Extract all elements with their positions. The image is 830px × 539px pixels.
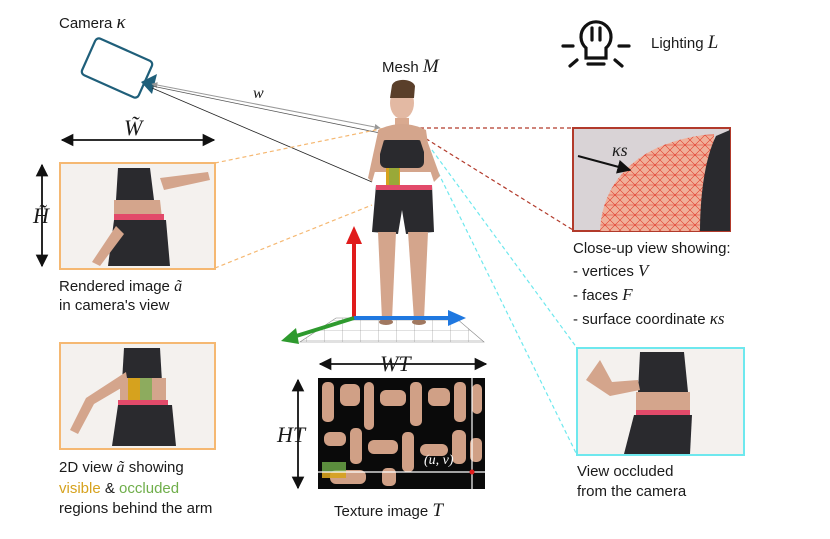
view2d-caption: 2D view ã showing visible & occluded reg… xyxy=(59,459,213,517)
h-t-label: HT xyxy=(277,422,306,447)
closeup-caption: Close-up view showing: - vertices V - fa… xyxy=(573,240,731,328)
texture-image xyxy=(318,378,485,489)
lightbulb-icon xyxy=(561,20,631,68)
rendered-image-panel xyxy=(59,162,216,270)
camera-icon xyxy=(80,37,157,99)
lighting-label: Lighting L xyxy=(651,32,719,53)
occluded-view-caption: View occluded from the camera xyxy=(577,463,687,501)
camera-rays xyxy=(151,82,381,183)
person-mesh xyxy=(368,79,440,325)
rendered-image-caption: Rendered image ã in camera's view xyxy=(59,278,183,314)
occluded-view-panel xyxy=(576,347,745,456)
visible-label: visible xyxy=(59,479,101,497)
connector-lines xyxy=(214,127,578,456)
uv-label: (u, v) xyxy=(424,453,454,468)
coordinate-axes xyxy=(281,226,466,344)
h-tilde-label: H̃ xyxy=(33,203,49,228)
kappa-s-label: κs xyxy=(612,140,628,160)
occluded-label: occluded xyxy=(119,479,180,497)
w-t-label: WT xyxy=(380,351,411,376)
closeup-panel xyxy=(572,127,731,232)
view2d-panel xyxy=(59,342,216,450)
mesh-label: Mesh M xyxy=(382,56,439,77)
texture-caption: Texture image T xyxy=(334,500,443,521)
w-label: w xyxy=(253,85,264,102)
w-tilde-label: W̃ xyxy=(124,115,143,140)
camera-label: Camera κ xyxy=(59,12,126,33)
